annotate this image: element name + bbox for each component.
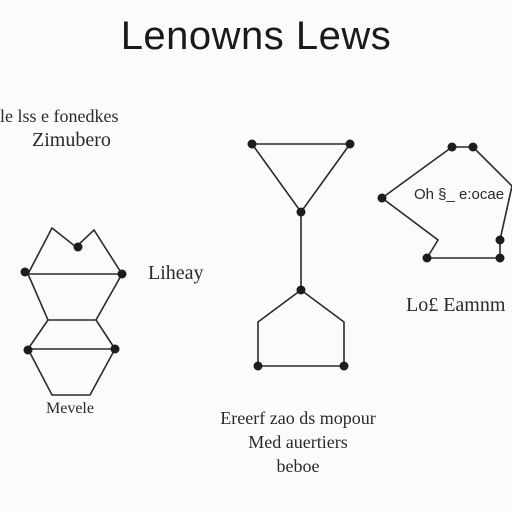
shape-left-node (73, 242, 83, 252)
shape-hexagon-node (447, 142, 457, 152)
label-right: Lo£ Eamnm (406, 294, 506, 316)
shape-left-node (20, 267, 30, 277)
shape-left-node (110, 344, 120, 354)
label-left-line1: le lss e fonedkes (0, 106, 119, 126)
label-hexagon: Oh §_ e:ocae (414, 186, 505, 203)
shape-left-node (23, 345, 33, 355)
shape-center (247, 139, 355, 371)
label-bottom-group: Ereerf zao ds mopour Med auertiers beboe (168, 406, 428, 478)
shape-left (20, 226, 127, 396)
shape-left-bottom-outline (27, 348, 116, 396)
shape-left-top-outline (27, 226, 123, 275)
label-bottom-left: Mevele (46, 400, 94, 417)
label-left-group: le lss e fonedkes Zimubero (0, 104, 118, 152)
shape-left-node (117, 269, 127, 279)
shape-hexagon-node (468, 142, 478, 152)
shape-center-node (247, 139, 257, 149)
shape-hexagon-node (377, 193, 387, 203)
shape-hexagon-node (495, 235, 505, 245)
label-bottom-line1: Ereerf zao ds mopour (220, 408, 376, 428)
diagram-title: Lenowns Lews (120, 14, 392, 58)
shape-hexagon-node (422, 253, 432, 263)
shape-center-node (253, 361, 263, 371)
label-left-line2: Zimubero (32, 129, 111, 151)
shape-left-body-right (95, 273, 123, 350)
shape-center-pentagon (257, 289, 345, 367)
shape-hexagon-outline (380, 146, 512, 259)
shape-left-body-left (27, 273, 49, 350)
shape-center-triangle (250, 143, 352, 214)
shape-center-node (345, 139, 355, 149)
shape-center-node (339, 361, 349, 371)
label-bottom-line2: Med auertiers (248, 432, 348, 452)
shape-center-node (296, 285, 306, 295)
label-bottom-line3: beboe (276, 456, 320, 476)
shape-center-node (296, 207, 306, 217)
label-middle: Liheay (148, 262, 204, 284)
shape-hexagon-node (495, 253, 505, 263)
shape-hexagon (377, 142, 512, 263)
